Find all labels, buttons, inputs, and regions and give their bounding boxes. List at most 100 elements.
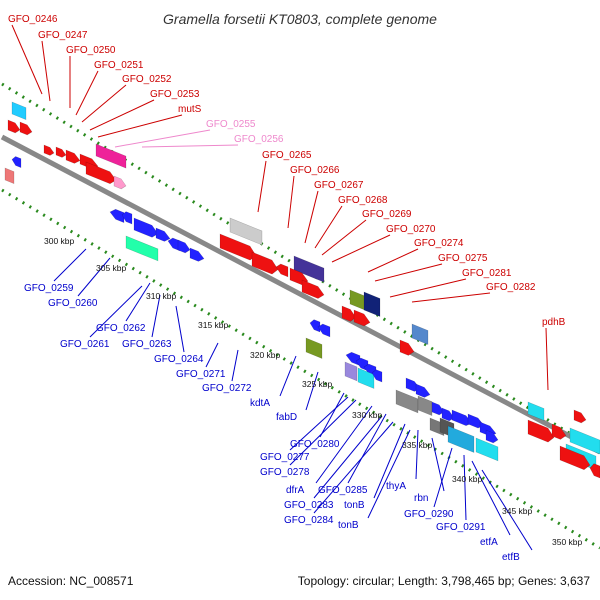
gene-feature-56[interactable] (527, 401, 545, 421)
gene-feature-34[interactable] (411, 323, 429, 345)
gene-feature-40[interactable] (357, 367, 375, 389)
gene-feature-29[interactable] (305, 337, 323, 359)
gene-feature-59[interactable] (569, 427, 600, 455)
gene-feature-63[interactable] (573, 409, 587, 425)
gene-feature-16[interactable] (155, 227, 171, 244)
gene-feature-47[interactable] (441, 407, 455, 423)
gene-label-bottom[interactable]: GFO_0280 (290, 439, 340, 450)
gene-label-bottom[interactable]: fabD (276, 412, 297, 423)
gene-feature-36[interactable] (345, 350, 361, 367)
gene-label-top[interactable]: GFO_0267 (314, 180, 364, 191)
gene-label-bottom[interactable]: GFO_0261 (60, 339, 110, 350)
gene-feature-43[interactable] (415, 383, 431, 400)
gene-label-top[interactable]: GFO_0250 (66, 45, 116, 56)
gene-label-bottom[interactable]: GFO_0278 (260, 467, 310, 478)
gene-feature-54[interactable] (475, 437, 499, 462)
gene-feature-46[interactable] (431, 401, 445, 417)
gene-feature-33[interactable] (353, 309, 371, 328)
gene-feature-18[interactable] (177, 239, 191, 255)
gene-label-top[interactable]: GFO_0268 (338, 195, 388, 206)
gene-label-bottom[interactable]: tonB (338, 520, 359, 531)
gene-feature-53[interactable] (447, 425, 475, 453)
gene-label-bottom[interactable]: GFO_0259 (24, 283, 74, 294)
gene-feature-62[interactable] (589, 462, 600, 479)
gene-feature-2[interactable] (19, 121, 33, 137)
gene-label-top[interactable]: GFO_0252 (122, 74, 172, 85)
gene-feature-1[interactable] (7, 119, 21, 135)
gene-feature-13[interactable] (121, 210, 133, 225)
gene-label-top[interactable]: GFO_0251 (94, 60, 144, 71)
gene-label-top[interactable]: GFO_0247 (38, 30, 88, 41)
gene-feature-0[interactable] (11, 101, 27, 121)
gene-label-top[interactable]: pdhB (542, 317, 566, 328)
gene-label-top[interactable]: GFO_0265 (262, 150, 312, 161)
gene-label-bottom[interactable]: thyA (386, 481, 406, 492)
gene-feature-35[interactable] (399, 339, 415, 358)
gene-feature-14[interactable] (133, 217, 159, 240)
gene-feature-24[interactable] (293, 255, 325, 283)
bottom-label-leader (313, 415, 383, 499)
scale-label: 300 kbp (44, 236, 75, 246)
gene-label-bottom[interactable]: tonB (344, 500, 365, 511)
gene-feature-26[interactable] (301, 279, 325, 301)
gene-feature-7[interactable] (65, 149, 81, 166)
gene-feature-32[interactable] (341, 305, 357, 324)
gene-label-bottom[interactable]: dfrA (286, 485, 305, 496)
gene-label-bottom[interactable]: GFO_0291 (436, 522, 486, 533)
gene-label-bottom[interactable]: GFO_0283 (284, 500, 334, 511)
gene-label-bottom[interactable]: GFO_0260 (48, 298, 98, 309)
gene-label-top[interactable]: GFO_0281 (462, 268, 512, 279)
gene-label-top[interactable]: GFO_0246 (8, 14, 58, 25)
gene-label-bottom[interactable]: GFO_0271 (176, 369, 226, 380)
gene-feature-28[interactable] (317, 322, 331, 338)
gene-label-bottom[interactable]: GFO_0290 (404, 509, 454, 520)
gene-label-bottom[interactable]: kdtA (250, 398, 270, 409)
gene-label-bottom[interactable]: GFO_0272 (202, 383, 252, 394)
bottom-label-leader (367, 429, 411, 519)
gene-feature-19[interactable] (189, 247, 205, 264)
gene-feature-23[interactable] (275, 262, 289, 278)
gene-feature-9[interactable] (95, 143, 127, 169)
gene-label-bottom[interactable]: etfA (480, 537, 498, 548)
gene-feature-27[interactable] (309, 318, 321, 333)
gene-label-top[interactable]: GFO_0255 (206, 119, 256, 130)
gene-feature-20[interactable] (229, 217, 263, 246)
gene-label-bottom[interactable]: GFO_0263 (122, 339, 172, 350)
gene-label-top[interactable]: mutS (178, 104, 202, 115)
gene-label-top[interactable]: GFO_0270 (386, 224, 436, 235)
scale-label: 340 kbp (452, 474, 483, 484)
gene-label-bottom[interactable]: GFO_0264 (154, 354, 204, 365)
gene-label-top[interactable]: GFO_0269 (362, 209, 412, 220)
gene-label-bottom[interactable]: GFO_0284 (284, 515, 334, 526)
gene-feature-58[interactable] (551, 423, 567, 442)
gene-feature-41[interactable] (371, 368, 383, 383)
gene-feature-12[interactable] (109, 207, 125, 224)
gene-label-top[interactable]: GFO_0253 (150, 89, 200, 100)
gene-label-bottom[interactable]: etfB (502, 552, 520, 563)
gene-label-bottom[interactable]: GFO_0262 (96, 323, 146, 334)
gene-label-top[interactable]: GFO_0274 (414, 238, 464, 249)
gene-label-top[interactable]: GFO_0256 (234, 134, 284, 145)
gene-label-bottom[interactable]: rbn (414, 493, 428, 504)
gene-label-bottom[interactable]: GFO_0277 (260, 452, 310, 463)
gene-feature-11[interactable] (113, 175, 127, 191)
gene-feature-39[interactable] (344, 361, 358, 382)
gene-label-top[interactable]: GFO_0282 (486, 282, 536, 293)
gene-feature-31[interactable] (363, 291, 381, 317)
gene-feature-45[interactable] (417, 395, 433, 417)
gene-feature-10[interactable] (85, 161, 117, 186)
gene-feature-15[interactable] (125, 235, 159, 262)
gene-feature-57[interactable] (527, 419, 555, 445)
gene-feature-22[interactable] (251, 251, 279, 277)
gene-label-top[interactable]: GFO_0266 (290, 165, 340, 176)
gene-feature-55[interactable] (485, 429, 499, 445)
gene-feature-3[interactable] (4, 167, 15, 184)
gene-feature-4[interactable] (11, 155, 22, 168)
gene-feature-6[interactable] (55, 146, 67, 159)
gene-feature-5[interactable] (43, 144, 55, 157)
gene-feature-44[interactable] (395, 389, 419, 414)
gene-feature-61[interactable] (559, 445, 591, 472)
gene-label-top[interactable]: GFO_0275 (438, 253, 488, 264)
gene-label-bottom[interactable]: GFO_0285 (318, 485, 368, 496)
top-label-leader (331, 234, 391, 263)
